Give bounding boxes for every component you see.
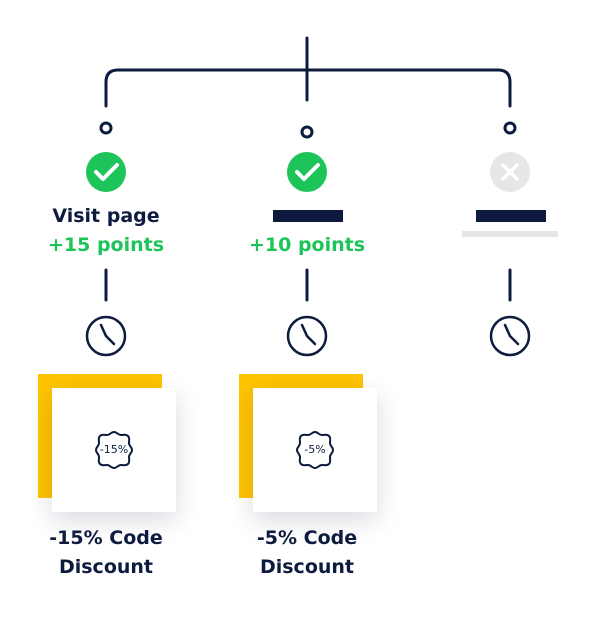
branch-line	[104, 68, 512, 108]
branch-node-2	[300, 125, 314, 139]
check-icon	[287, 152, 327, 192]
step-1-points: +15 points	[47, 234, 165, 256]
step-2-points: +10 points	[248, 234, 366, 256]
reward-2-line2: Discount	[259, 556, 355, 578]
clock-icon	[286, 315, 328, 357]
card-face: -15%	[52, 388, 176, 512]
discount-badge-text: -15%	[99, 443, 129, 456]
step-3-title-redacted	[476, 210, 546, 222]
reward-card-1[interactable]: -15%	[38, 374, 178, 514]
branch-node-3	[503, 121, 517, 135]
step-1-title: Visit page	[52, 205, 160, 227]
clock-icon	[489, 315, 531, 357]
clock-icon	[85, 315, 127, 357]
branch-node-1	[99, 121, 113, 135]
x-icon	[490, 152, 530, 192]
discount-badge-icon: -15%	[92, 428, 136, 472]
check-icon	[86, 152, 126, 192]
step-2-title-redacted	[273, 210, 343, 222]
discount-badge-text: -5%	[304, 443, 326, 456]
reward-1-line1: -15% Code	[49, 527, 163, 549]
reward-1-line2: Discount	[58, 556, 154, 578]
reward-card-2[interactable]: -5%	[239, 374, 379, 514]
reward-2-line1: -5% Code	[256, 527, 358, 549]
step-3-points-placeholder	[462, 231, 558, 237]
discount-badge-icon: -5%	[293, 428, 337, 472]
card-face: -5%	[253, 388, 377, 512]
